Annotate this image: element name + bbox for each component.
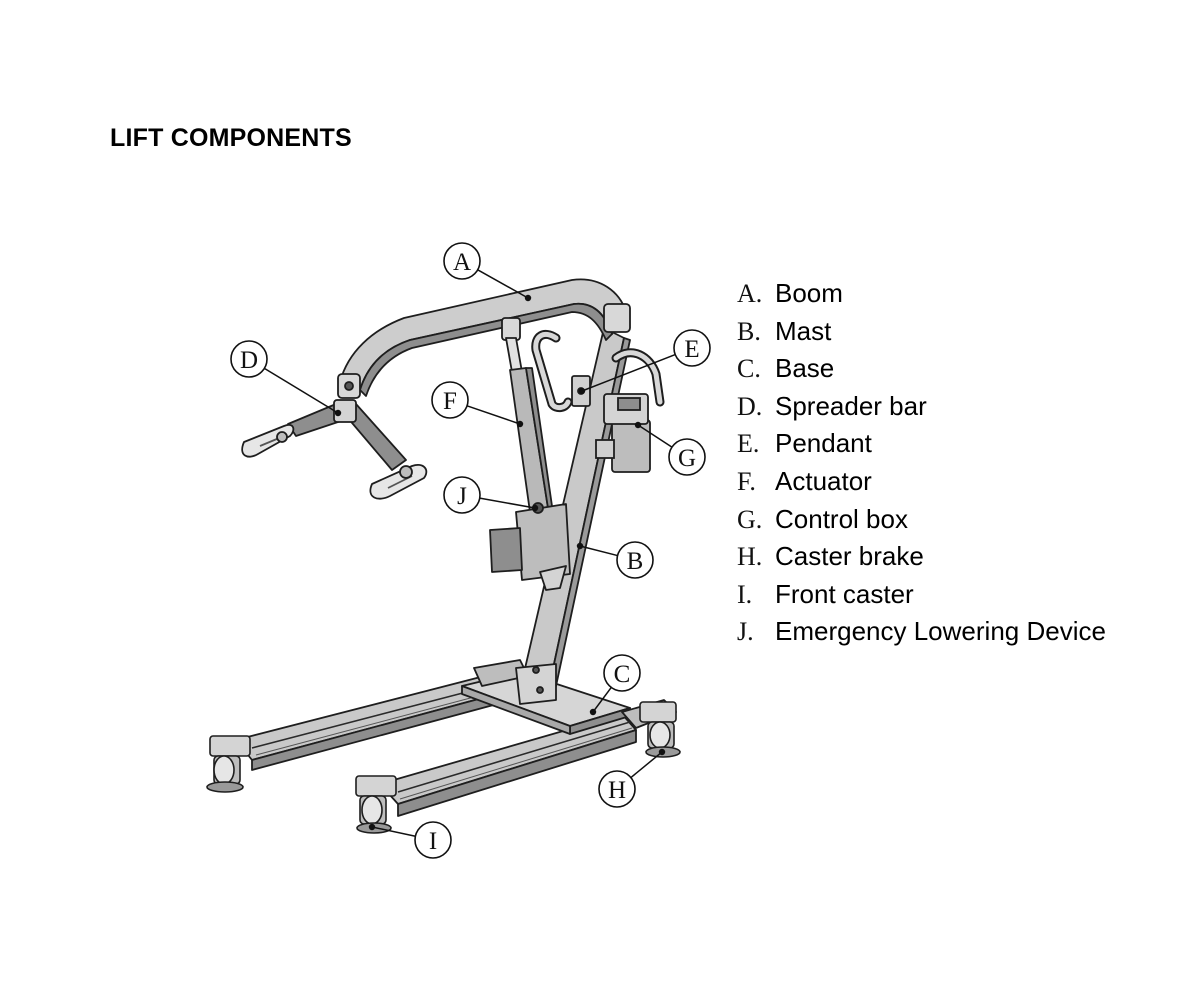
handle-and-control (531, 330, 665, 473)
mast (515, 327, 631, 705)
leader-line-e (581, 353, 676, 392)
spreader-bar (241, 399, 428, 500)
leader-dot-e (578, 387, 586, 395)
leader-dot-g (634, 421, 642, 429)
callout-b: B (616, 541, 654, 579)
legend-item-control-box: G.Control box (737, 503, 908, 534)
callout-g: G (668, 438, 706, 476)
legend-item-front-caster: I.Front caster (737, 578, 914, 609)
legend-item-spreader-bar: D.Spreader bar (737, 390, 927, 421)
leader-line-a (477, 269, 529, 299)
casters (206, 701, 681, 834)
callout-circle-h (598, 770, 636, 808)
page-title: LIFT COMPONENTS (110, 124, 352, 152)
callout-letter-a: A (453, 249, 471, 276)
callout-circle-c (603, 654, 641, 692)
legend-item-base: C.Base (737, 353, 835, 384)
legend-item-pendant: E.Pendant (737, 428, 872, 459)
leader-lines (263, 269, 676, 837)
callout-letter-b: B (627, 548, 644, 575)
callout-circle-d (230, 340, 268, 378)
leader-line-c (592, 686, 612, 713)
legend-item-mast: B.Mast (737, 315, 832, 346)
component-legend: A.Boom B.Mast C.Base D.Spreader bar E.Pe… (737, 276, 1106, 652)
leader-dot-d (334, 409, 342, 417)
callout-circle-i (414, 821, 452, 859)
callout-circle-f (431, 381, 469, 419)
callout-f: F (431, 381, 469, 419)
leader-line-d (263, 367, 339, 414)
control-box-body (611, 419, 651, 473)
callout-letter-d: D (240, 347, 258, 374)
callout-e: E (673, 329, 711, 367)
leader-dot-c (589, 708, 597, 716)
callout-letter-i: I (429, 828, 437, 855)
leader-line-j (479, 497, 536, 509)
callout-letter-j: J (457, 483, 467, 510)
leader-dot-h (658, 748, 666, 756)
callout-letter-f: F (443, 388, 457, 415)
leader-line-i (371, 826, 416, 837)
leader-line-b (579, 545, 618, 557)
callout-letter-c: C (614, 661, 631, 688)
legend-item-boom: A.Boom (737, 278, 843, 308)
leader-dot-i (368, 823, 376, 831)
legend-item-actuator: F.Actuator (737, 465, 872, 496)
leader-dot-b (576, 542, 584, 550)
callout-circle-e (673, 329, 711, 367)
callout-h: H (598, 770, 636, 808)
callout-d: D (230, 340, 268, 378)
callout-letter-e: E (684, 336, 699, 363)
leader-line-g (637, 424, 673, 448)
leader-line-h (630, 751, 663, 779)
actuator (489, 317, 571, 591)
callout-circle-a (443, 242, 481, 280)
leader-dot-f (516, 420, 524, 428)
front-leg-side (397, 729, 637, 817)
callout-j: J (443, 476, 481, 514)
callout-circle-b (616, 541, 654, 579)
callout-letter-h: H (608, 777, 626, 804)
legend-item-caster-brake: H.Caster brake (737, 541, 924, 572)
callout-labels: A B C D E F G H I J (230, 242, 711, 859)
callout-letter-g: G (678, 445, 696, 472)
callout-circle-j (443, 476, 481, 514)
legend-item-emergency-lowering-device: J.Emergency Lowering Device (737, 616, 1106, 647)
callout-circle-g (668, 438, 706, 476)
leader-dot-j (531, 504, 539, 512)
callout-a: A (443, 242, 481, 280)
leader-dot-a (524, 294, 532, 302)
callout-c: C (603, 654, 641, 692)
leader-line-f (466, 405, 521, 425)
callout-i: I (414, 821, 452, 859)
boom (337, 278, 631, 399)
